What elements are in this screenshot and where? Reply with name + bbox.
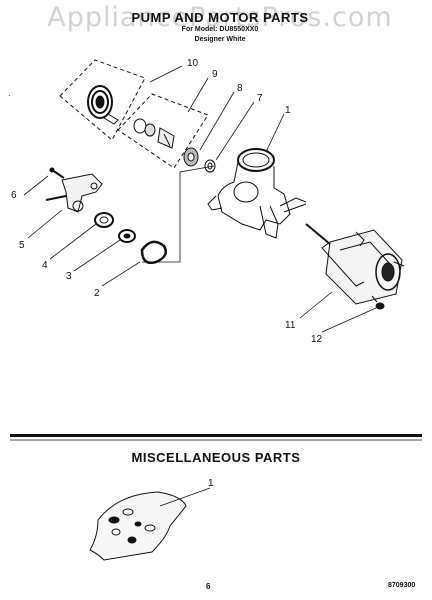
part-4-grommet bbox=[94, 212, 114, 228]
part-3-seal bbox=[118, 229, 136, 243]
part-10-seal bbox=[87, 85, 119, 125]
part-10-dashed-box bbox=[59, 59, 146, 141]
part-2-gasket bbox=[140, 240, 167, 264]
color-line: Designer White bbox=[194, 36, 246, 43]
callout-6: 6 bbox=[11, 190, 17, 201]
page-title: PUMP AND MOTOR PARTS bbox=[131, 10, 309, 25]
misc-section-title: MISCELLANEOUS PARTS bbox=[131, 450, 301, 465]
callout-8: 8 bbox=[237, 83, 243, 94]
misc-part-1-hardware-bag bbox=[89, 487, 211, 561]
callout-11: 11 bbox=[285, 320, 296, 331]
page-number: 6 bbox=[206, 582, 211, 591]
callout-4: 4 bbox=[42, 260, 48, 271]
watermark-text: AppliancePartsPros.com bbox=[47, 2, 393, 33]
callout-12: 12 bbox=[311, 334, 323, 345]
leader-lines bbox=[23, 65, 377, 333]
callout-2: 2 bbox=[94, 288, 100, 299]
callout-9: 9 bbox=[212, 69, 218, 80]
misc-callout-1: 1 bbox=[208, 478, 214, 489]
callout-10: 10 bbox=[187, 58, 199, 69]
part-12-screw bbox=[371, 295, 385, 310]
callout-5: 5 bbox=[19, 240, 25, 251]
part-1-pump-housing bbox=[207, 148, 307, 239]
part-8-washer bbox=[183, 147, 199, 167]
part-6-screw bbox=[49, 167, 65, 179]
part-9-impeller bbox=[133, 118, 175, 149]
model-line: For Model: DU8550XX0 bbox=[181, 26, 259, 33]
document-number: 8709300 bbox=[388, 582, 416, 589]
callout-7: 7 bbox=[257, 93, 263, 104]
callout-3: 3 bbox=[66, 271, 72, 282]
part-11-motor bbox=[305, 223, 405, 305]
part-5-bracket bbox=[45, 173, 103, 213]
margin-mark: · bbox=[8, 91, 11, 100]
callout-1: 1 bbox=[285, 105, 291, 116]
section-divider bbox=[10, 434, 422, 441]
